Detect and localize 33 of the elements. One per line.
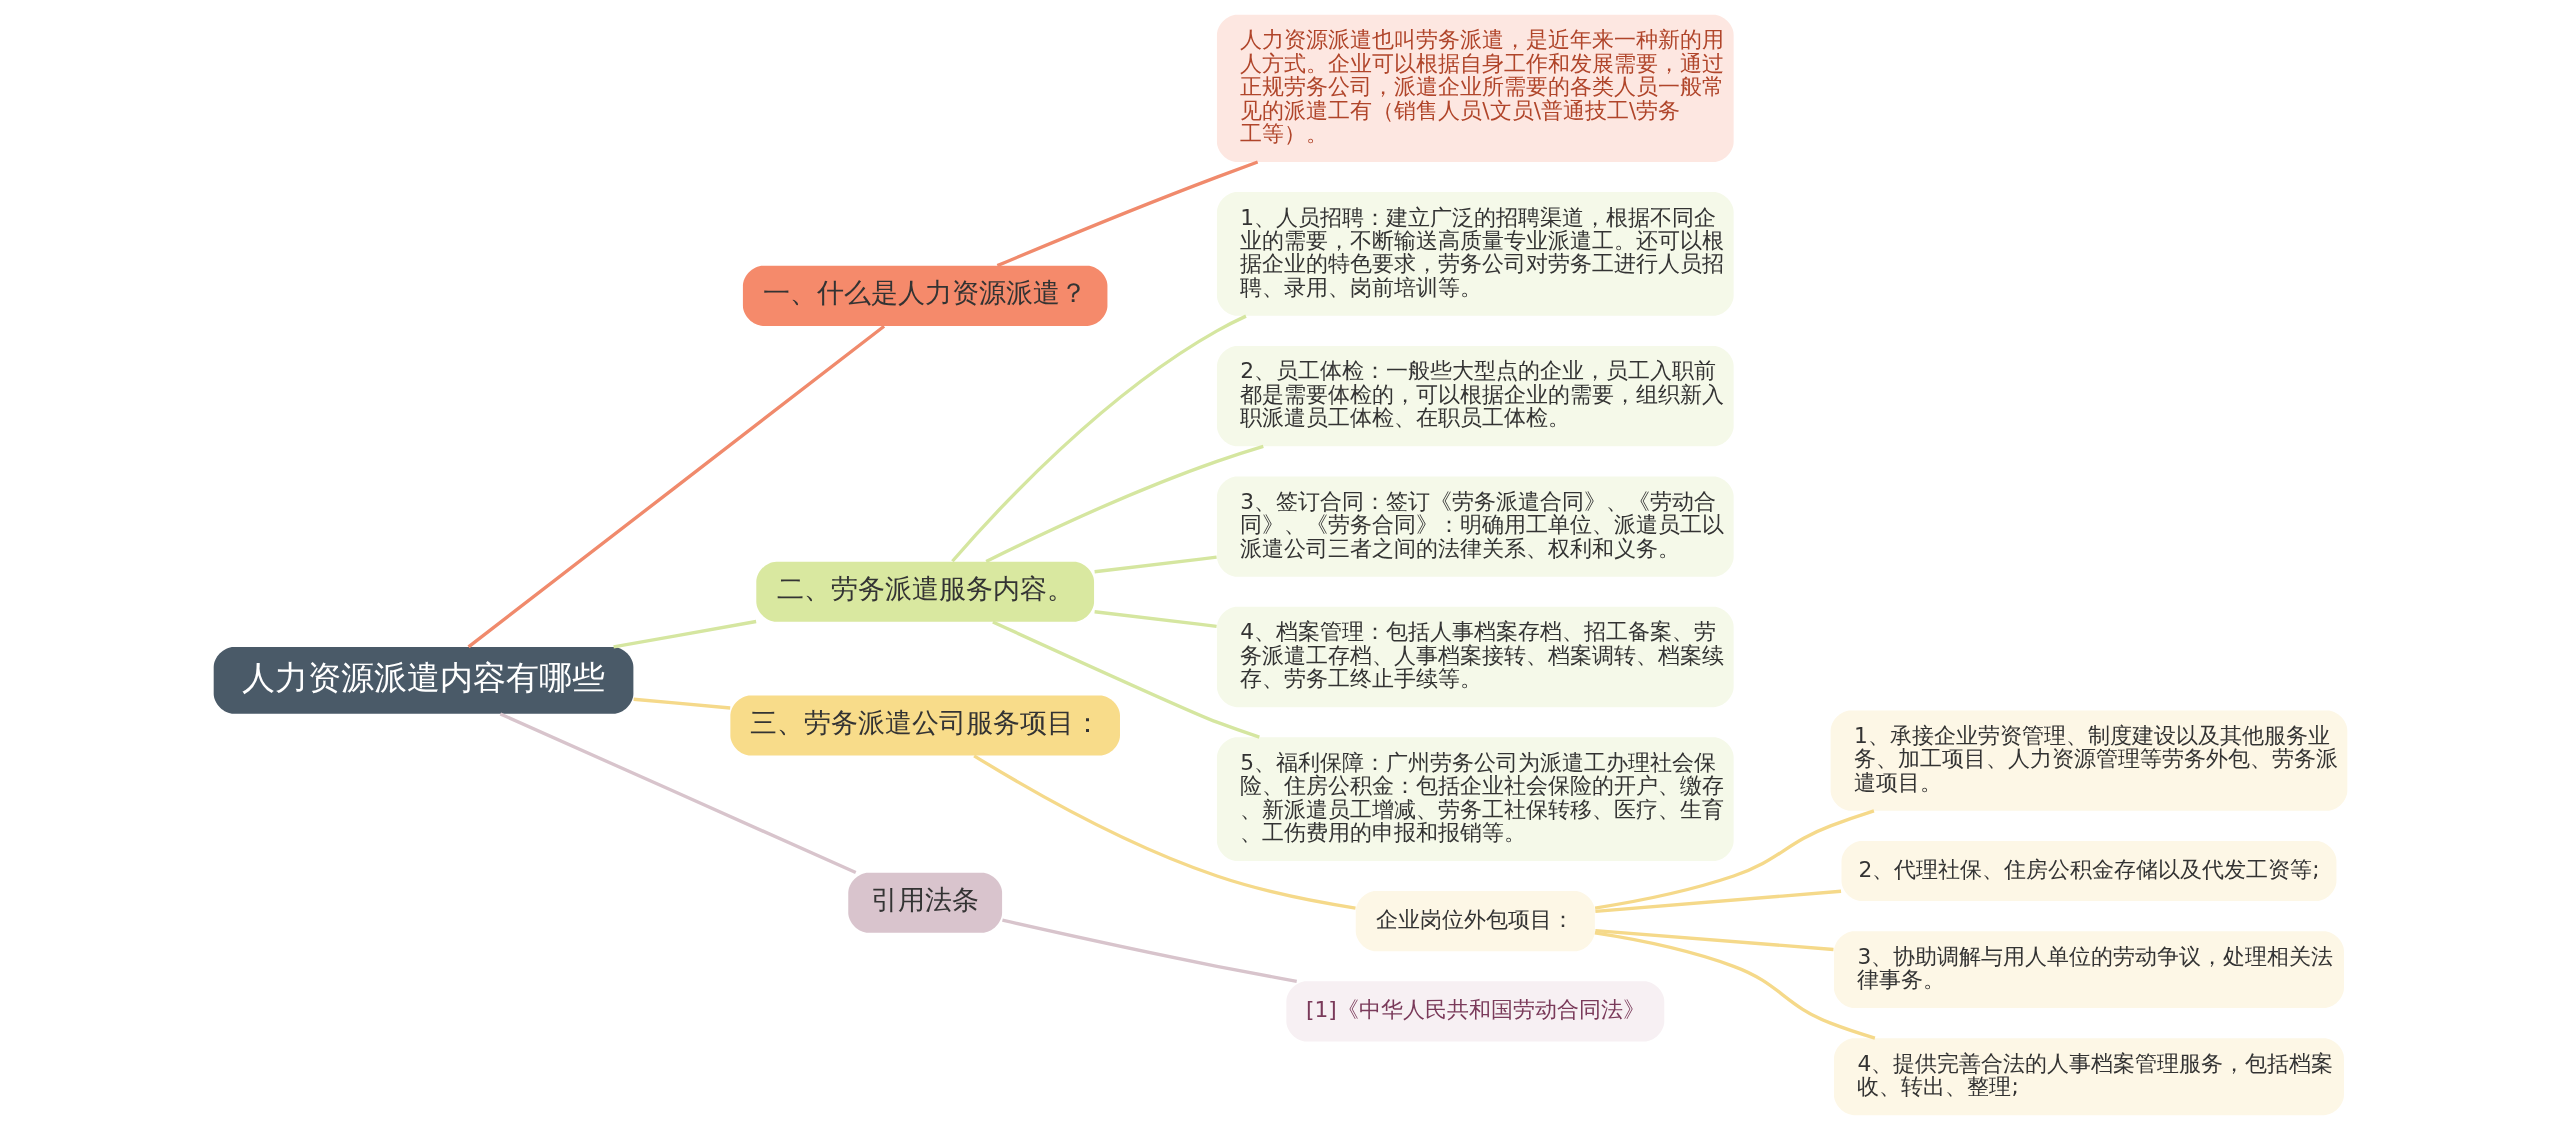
node-box: 3、协助调解与用人单位的劳动争议，处理相关法律事务。 xyxy=(1833,931,2344,1009)
connector xyxy=(1594,931,1875,1040)
connector xyxy=(1093,610,1217,628)
node-box: 2、代理社保、住房公积金存储以及代发工资等; xyxy=(1841,840,2336,902)
connector xyxy=(1594,809,1874,910)
node-box: 4、档案管理：包括人事档案存档、招工备案、劳务派遣工存档、人事档案接转、档案调转、档案续存、劳务工终止手续等。 xyxy=(1216,606,1734,708)
node-box: 人力资源派遣也叫劳务派遣，是近年来一种新的用人方式。企业可以根据自身工作和发展需要，通过正规劳务公司，派遣企业所需要的各类人员一般常见的派遣工有（销售人员\文员\普通技工\劳务工等）。 xyxy=(1216,14,1734,162)
connector xyxy=(633,697,730,710)
connector xyxy=(1594,889,1841,914)
connector xyxy=(612,619,756,649)
node-box: 人力资源派遣内容有哪些 xyxy=(213,646,633,714)
node-box: 5、福利保障：广州劳务公司为派遣工办理社会保险、住房公积金：包括企业社会保险的开户、缴存、新派遣员工增减、劳务工社保转移、医疗、生育、工伤费用的申报和报销等。 xyxy=(1216,737,1734,861)
node-box: 2、员工体检：一般些大型点的企业，员工入职前都是需要体检的，可以根据企业的需要，组织新入职派遣员工体检、在职员工体检。 xyxy=(1216,345,1734,447)
connector xyxy=(467,324,885,649)
node-box: 引用法条 xyxy=(847,872,1002,933)
connector xyxy=(996,160,1258,268)
node-box: 3、签订合同：签订《劳务派遣合同》、《劳动合同》、《劳务合同》：明确用工单位、派遣员工以派遣公司三者之间的法律关系、权利和义务。 xyxy=(1216,476,1734,577)
connector xyxy=(950,314,1247,563)
node-box: 企业岗位外包项目： xyxy=(1355,891,1595,952)
connector xyxy=(1001,918,1297,983)
node-box: 1、承接企业劳资管理、制度建设以及其他服务业务、加工项目、人力资源管理等劳务外包、劳务派遣项目。 xyxy=(1830,710,2347,811)
node-box: 二、劳务派遣服务内容。 xyxy=(755,561,1094,622)
node-box: 三、劳务派遣公司服务项目： xyxy=(729,695,1120,756)
node-box: 4、提供完善合法的人事档案管理服务，包括档案收、转出、整理; xyxy=(1833,1038,2344,1116)
node-box: 一、什么是人力资源派遣？ xyxy=(742,265,1107,326)
connector xyxy=(972,754,1356,910)
node-box: [1]《中华人民共和国劳动合同法》 xyxy=(1285,981,1664,1042)
connector xyxy=(984,444,1264,563)
node-box: 1、人员招聘：建立广泛的招聘渠道，根据不同企业的需要，不断输送高质量专业派遣工。还可以根据企业的特色要求，劳务公司对劳务工进行人员招聘、录用、岗前培训等。 xyxy=(1216,192,1734,316)
connector xyxy=(499,712,856,875)
connector xyxy=(991,620,1260,739)
connector xyxy=(1093,555,1217,574)
connector xyxy=(1594,928,1834,952)
